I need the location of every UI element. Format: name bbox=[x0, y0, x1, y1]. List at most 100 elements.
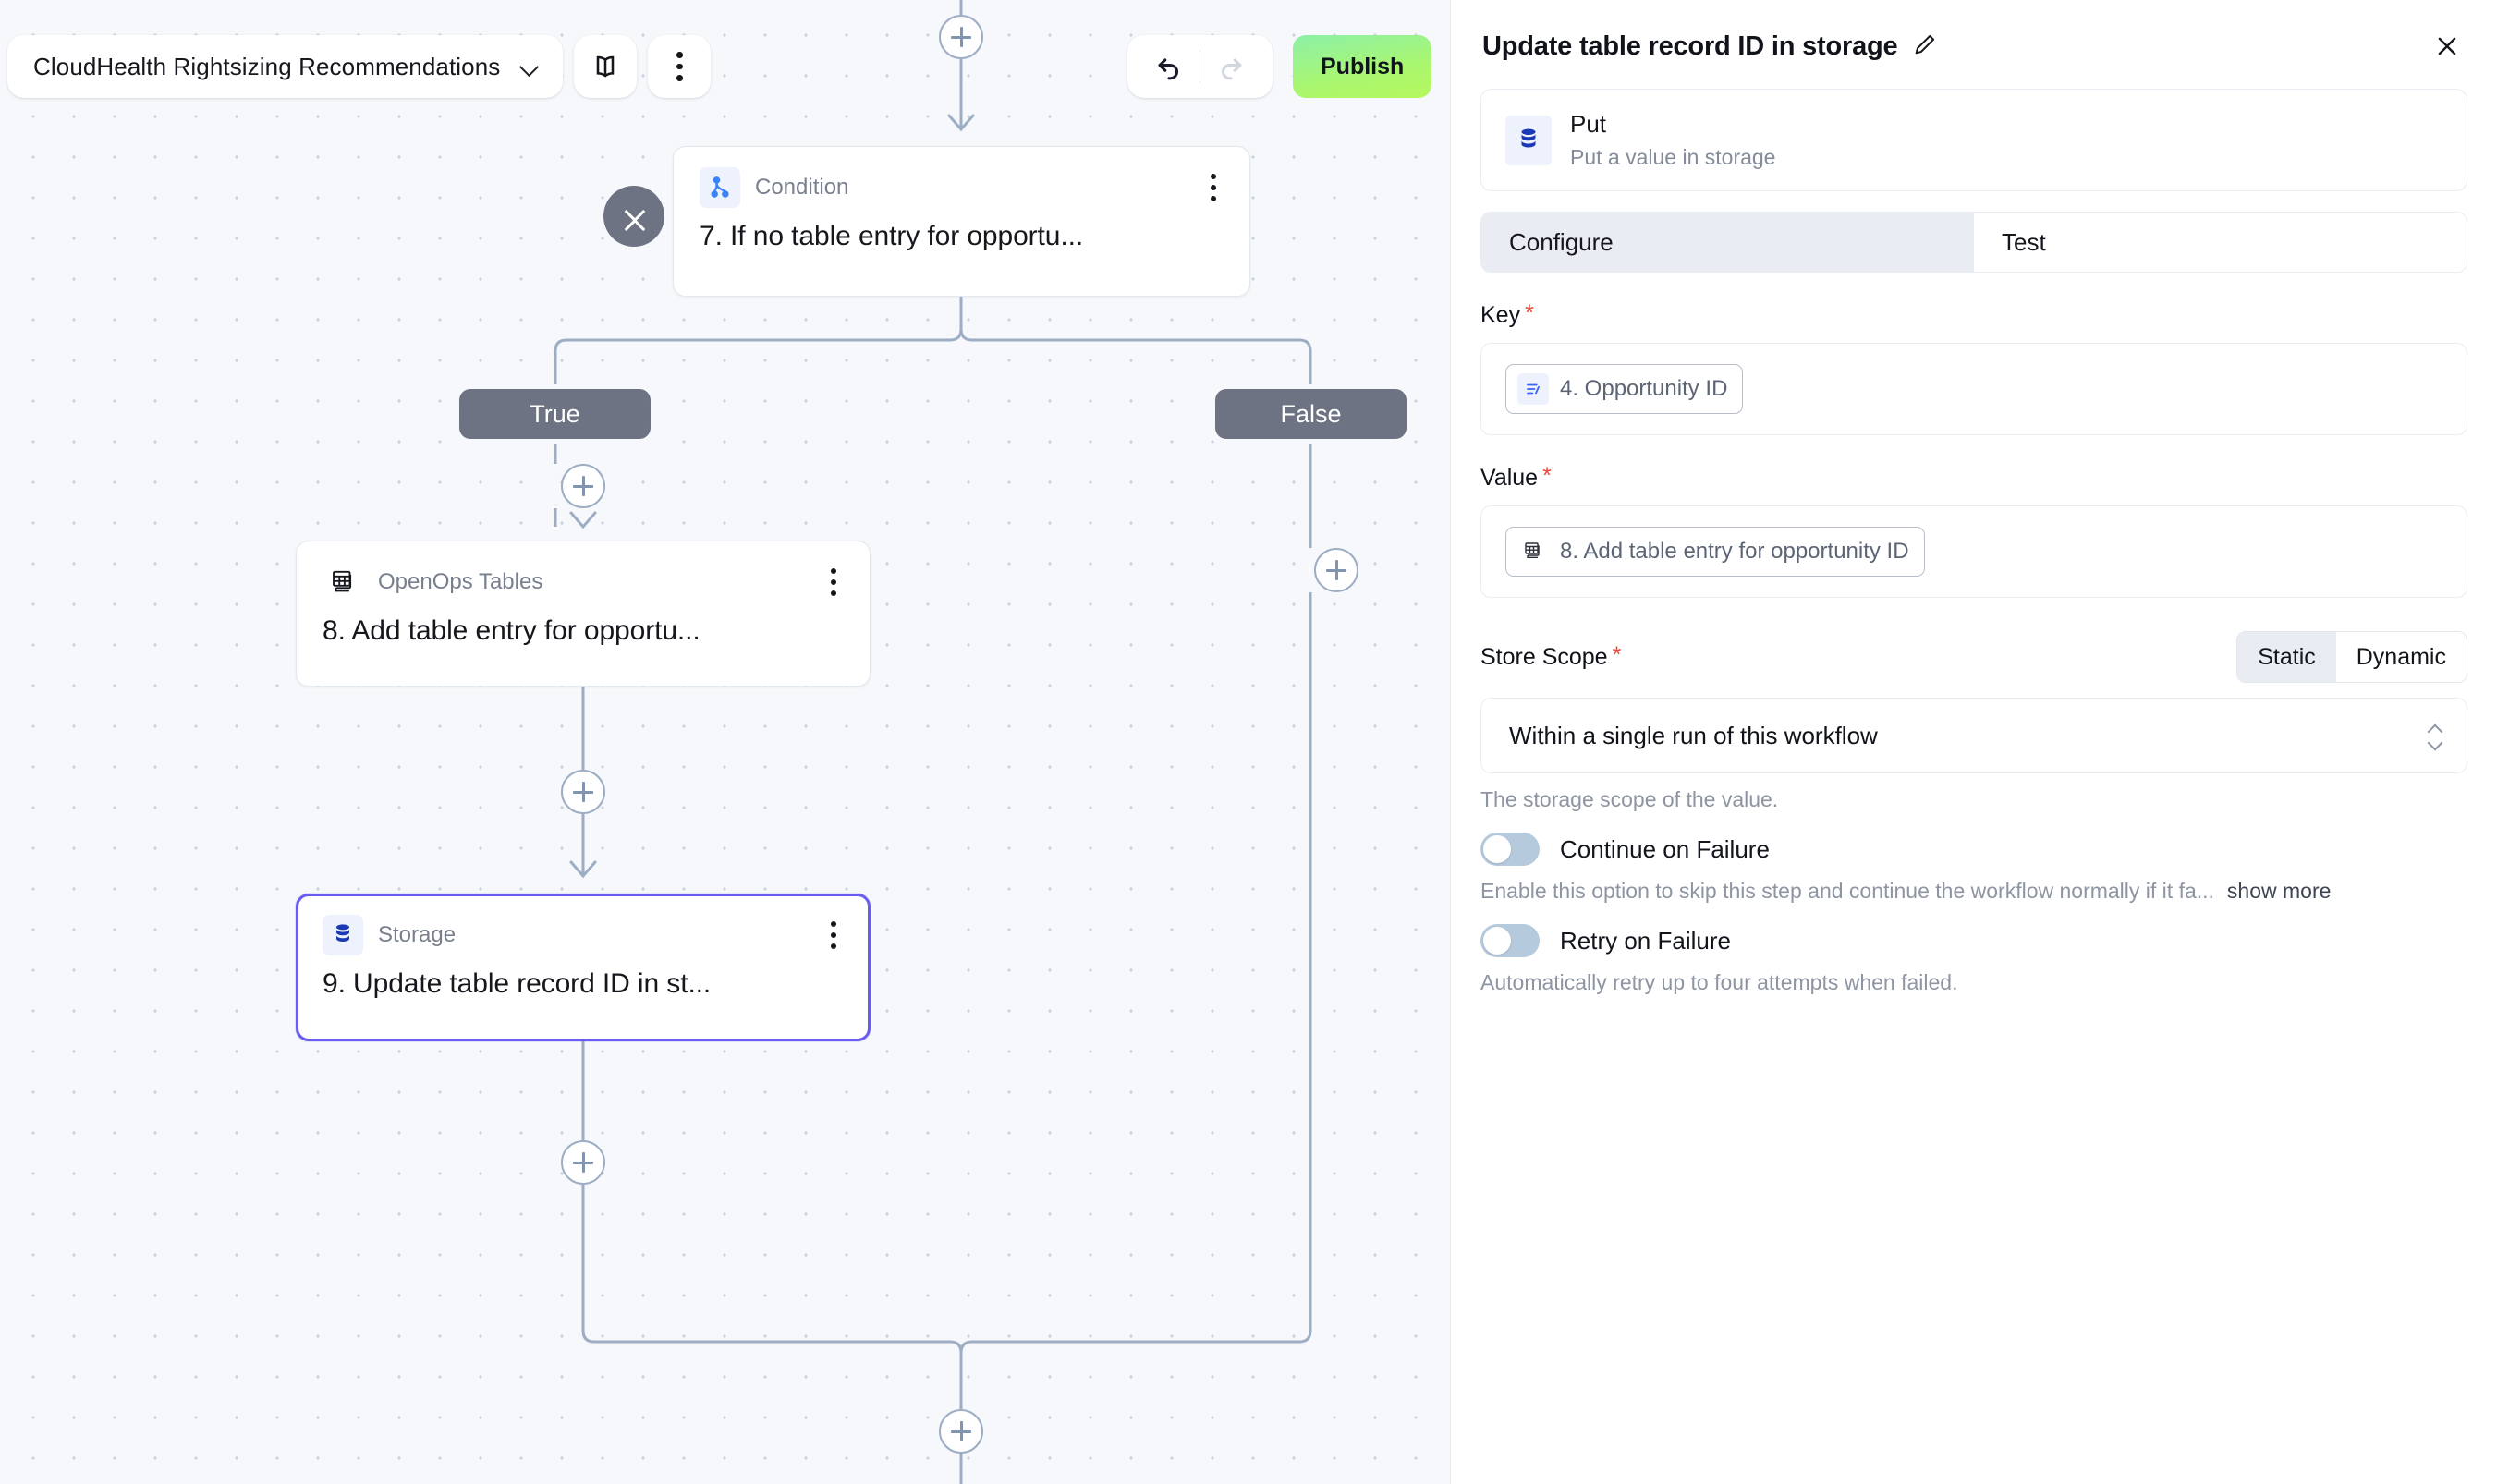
node-name: 7. If no table entry for opportu... bbox=[700, 221, 1084, 251]
action-description: Put a value in storage bbox=[1570, 145, 1776, 169]
workflow-canvas[interactable]: CloudHealth Rightsizing Recommendations bbox=[0, 0, 1450, 1484]
add-step-button-false-branch[interactable] bbox=[1314, 548, 1358, 592]
node-header: Storage bbox=[323, 915, 846, 955]
required-asterisk: * bbox=[1542, 463, 1552, 489]
toggle-knob bbox=[1483, 835, 1511, 863]
collapse-icon bbox=[625, 204, 643, 214]
continue-on-failure-row: Continue on Failure bbox=[1480, 833, 2467, 866]
key-chip-text: 4. Opportunity ID bbox=[1560, 376, 1728, 401]
node-type-label: Condition bbox=[755, 175, 849, 200]
node-more-menu-button[interactable] bbox=[1201, 170, 1225, 205]
workflow-node-condition[interactable]: Condition 7. If no table entry for oppor… bbox=[673, 146, 1250, 297]
panel-tabs: Configure Test bbox=[1480, 212, 2467, 273]
store-scope-select[interactable]: Within a single run of this workflow bbox=[1480, 698, 2467, 773]
workflow-node-storage[interactable]: Storage 9. Update table record ID in st.… bbox=[296, 894, 871, 1041]
add-step-button-true-branch[interactable] bbox=[561, 464, 605, 508]
store-scope-selected-value: Within a single run of this workflow bbox=[1509, 721, 1878, 749]
step-settings-panel: Update table record ID in storage bbox=[1450, 0, 2497, 1484]
workflow-name-selector[interactable]: CloudHealth Rightsizing Recommendations bbox=[7, 35, 564, 98]
node-type-label: OpenOps Tables bbox=[378, 569, 543, 594]
workflow-more-menu-button[interactable] bbox=[648, 35, 712, 98]
store-scope-helper-text: The storage scope of the value. bbox=[1480, 787, 1779, 811]
segment-static[interactable]: Static bbox=[2237, 632, 2336, 682]
key-chip[interactable]: 4. Opportunity ID bbox=[1505, 364, 1744, 414]
more-vertical-icon bbox=[676, 52, 683, 81]
redo-button[interactable] bbox=[1204, 43, 1258, 91]
value-field-label: Value * bbox=[1480, 465, 2467, 492]
chevron-down-icon bbox=[520, 57, 539, 76]
value-input[interactable]: 8. Add table entry for opportunity ID bbox=[1480, 505, 2467, 598]
node-header: OpenOps Tables bbox=[323, 562, 846, 602]
docs-button[interactable] bbox=[574, 35, 638, 98]
node-header-left: Storage bbox=[323, 915, 456, 955]
segment-dynamic[interactable]: Dynamic bbox=[2335, 632, 2467, 682]
retry-on-failure-toggle[interactable] bbox=[1480, 924, 1540, 957]
continue-on-failure-description-row: Enable this option to skip this step and… bbox=[1480, 879, 2467, 904]
key-input[interactable]: 4. Opportunity ID bbox=[1480, 343, 2467, 435]
action-summary-card: Put Put a value in storage bbox=[1480, 89, 2467, 191]
key-label-text: Key bbox=[1480, 302, 1521, 328]
continue-on-failure-toggle[interactable] bbox=[1480, 833, 1540, 866]
redo-icon bbox=[1222, 58, 1242, 80]
workflow-node-openops-tables[interactable]: OpenOps Tables 8. Add table entry for op… bbox=[296, 541, 871, 687]
tab-configure[interactable]: Configure bbox=[1481, 213, 1974, 272]
continue-on-failure-description: Enable this option to skip this step and… bbox=[1480, 879, 2214, 903]
workflow-name: CloudHealth Rightsizing Recommendations bbox=[33, 52, 501, 80]
retry-on-failure-description-row: Automatically retry up to four attempts … bbox=[1480, 970, 2467, 995]
book-icon bbox=[597, 55, 615, 78]
store-scope-row: Store Scope * Static Dynamic bbox=[1480, 631, 2467, 683]
node-header-left: Condition bbox=[700, 167, 848, 208]
table-stack-icon bbox=[1517, 536, 1549, 567]
undo-icon bbox=[1158, 58, 1178, 80]
retry-on-failure-row: Retry on Failure bbox=[1480, 924, 2467, 957]
close-icon[interactable] bbox=[2429, 28, 2466, 65]
value-chip-text: 8. Add table entry for opportunity ID bbox=[1560, 539, 1909, 564]
store-scope-label: Store Scope * bbox=[1480, 641, 1622, 671]
table-stack-icon bbox=[323, 562, 363, 602]
panel-title-wrap: Update table record ID in storage bbox=[1482, 31, 1938, 62]
panel-header: Update table record ID in storage bbox=[1480, 0, 2467, 65]
canvas-toolbar-right: Publish bbox=[1127, 35, 1432, 98]
retry-on-failure-description: Automatically retry up to four attempts … bbox=[1480, 970, 1958, 994]
collapse-icon-up bbox=[625, 218, 643, 228]
action-name: Put bbox=[1570, 110, 1607, 138]
node-type-label: Storage bbox=[378, 922, 457, 947]
pencil-icon[interactable] bbox=[1912, 31, 1938, 62]
database-icon bbox=[323, 915, 363, 955]
undo-redo-group bbox=[1127, 35, 1273, 98]
canvas-toolbar-left: CloudHealth Rightsizing Recommendations bbox=[7, 35, 712, 98]
required-asterisk: * bbox=[1525, 300, 1534, 326]
continue-on-failure-label: Continue on Failure bbox=[1560, 834, 1770, 863]
value-label-text: Value bbox=[1480, 465, 1539, 491]
add-step-button-top[interactable] bbox=[939, 15, 983, 59]
page-title: Update table record ID in storage bbox=[1482, 30, 1898, 61]
collapse-branch-button[interactable] bbox=[603, 186, 664, 247]
branch-label-true[interactable]: True bbox=[459, 389, 651, 439]
tab-test[interactable]: Test bbox=[1974, 213, 2467, 272]
publish-button[interactable]: Publish bbox=[1293, 35, 1432, 98]
add-step-button-merge[interactable] bbox=[939, 1409, 983, 1454]
key-field-label: Key * bbox=[1480, 302, 2467, 329]
chevron-updown-icon bbox=[2428, 725, 2442, 747]
node-header-left: OpenOps Tables bbox=[323, 562, 542, 602]
node-more-menu-button[interactable] bbox=[822, 918, 846, 953]
database-icon bbox=[1505, 115, 1552, 165]
static-dynamic-toggle: Static Dynamic bbox=[2236, 631, 2467, 683]
show-more-link[interactable]: show more bbox=[2226, 879, 2332, 903]
variable-icon bbox=[1517, 373, 1549, 405]
add-step-button-between[interactable] bbox=[561, 770, 605, 814]
required-asterisk: * bbox=[1612, 641, 1622, 668]
branch-label-false[interactable]: False bbox=[1215, 389, 1407, 439]
value-chip[interactable]: 8. Add table entry for opportunity ID bbox=[1505, 527, 1925, 577]
node-more-menu-button[interactable] bbox=[822, 565, 846, 600]
action-text-block: Put Put a value in storage bbox=[1570, 110, 1775, 170]
node-name: 9. Update table record ID in st... bbox=[323, 968, 712, 999]
branch-icon bbox=[700, 167, 740, 208]
node-header: Condition bbox=[700, 167, 1225, 208]
retry-on-failure-label: Retry on Failure bbox=[1560, 926, 1731, 955]
store-scope-label-text: Store Scope bbox=[1480, 643, 1608, 670]
node-name: 8. Add table entry for opportu... bbox=[323, 615, 700, 646]
add-step-button-after-storage[interactable] bbox=[561, 1140, 605, 1185]
undo-button[interactable] bbox=[1142, 43, 1196, 91]
